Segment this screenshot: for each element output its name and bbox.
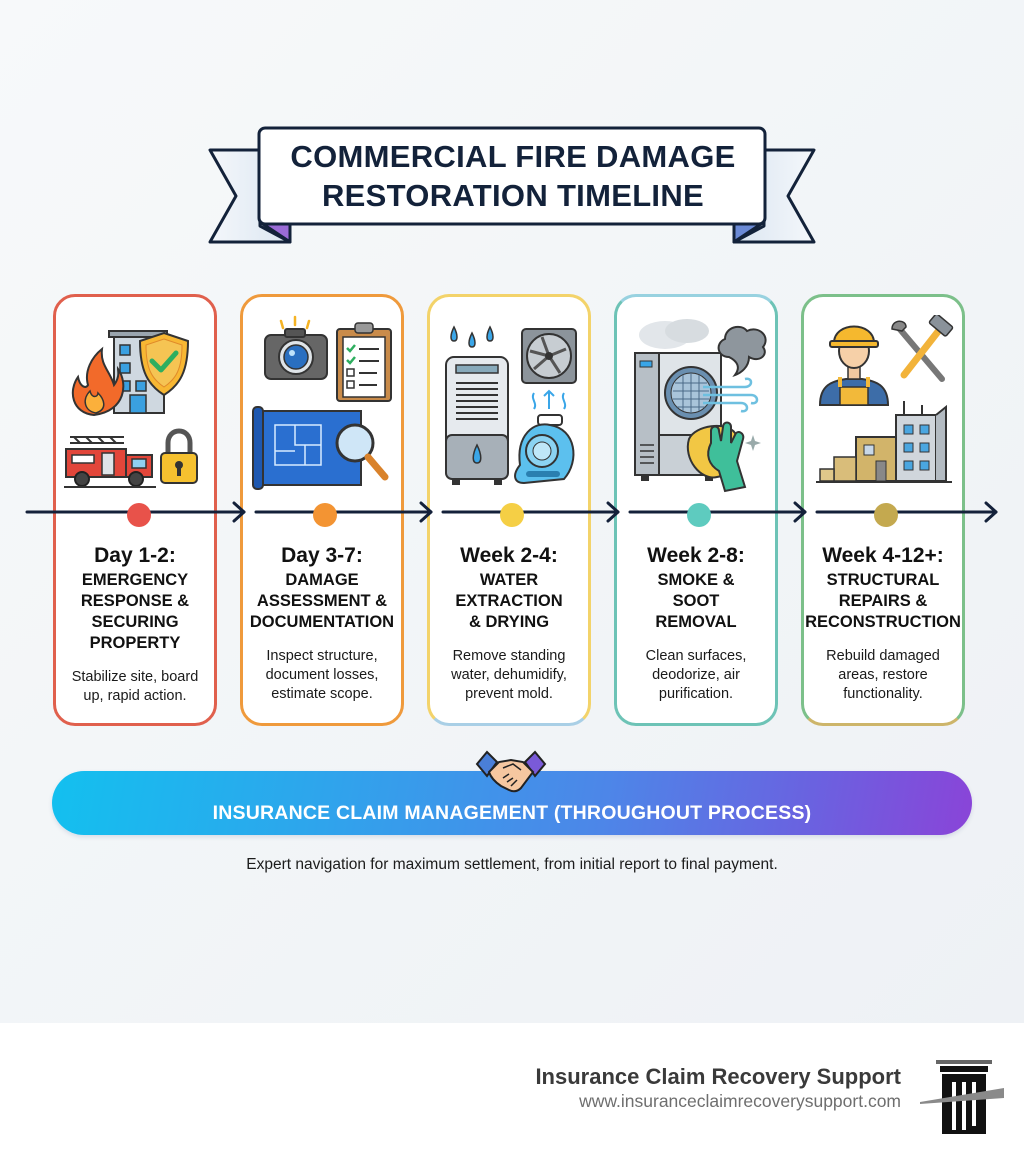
padlock-icon <box>160 428 198 484</box>
column-pillar-icon <box>920 1060 1004 1134</box>
ribbon-icon <box>208 126 816 244</box>
handshake-icon <box>475 750 547 793</box>
brand-name: Insurance Claim Recovery Support <box>535 1064 901 1089</box>
phase-card-water-extraction: Week 2-4: WATER EXTRACTION & DRYING Remo… <box>427 294 591 726</box>
phase-period: Week 4-12+: <box>822 544 944 567</box>
dehumidifier-icon <box>445 356 509 485</box>
timeline-dot-5 <box>874 503 898 527</box>
desc-line: Remove standing <box>452 648 566 664</box>
title-line: REMOVAL <box>655 613 737 631</box>
magnifier-icon <box>335 423 389 481</box>
title-line: PROPERTY <box>89 634 181 652</box>
desc-line: up, rapid action. <box>83 688 187 704</box>
hammer-wrench-icon <box>891 315 954 382</box>
footer <box>0 1023 1024 1154</box>
desc-line: deodorize, air <box>652 667 740 683</box>
construction-worker-icon <box>818 325 890 406</box>
timeline-dot-1 <box>127 503 151 527</box>
title-line: SMOKE & <box>657 571 735 589</box>
phase-description: Inspect structure, document losses, esti… <box>243 647 401 704</box>
cleaning-glove-sponge-icon <box>686 421 761 493</box>
building-under-construction-icon <box>816 401 952 483</box>
title-line: WATER <box>479 571 539 589</box>
phase-title: SMOKE & SOOT REMOVAL <box>617 570 775 633</box>
desc-line: water, dehumidify, <box>451 667 567 683</box>
phase-period: Day 3-7: <box>281 544 363 567</box>
desc-line: purification. <box>658 686 734 702</box>
shield-check-icon <box>138 331 190 397</box>
phase-2-text: Day 3-7: DAMAGE ASSESSMENT & DOCUMENTATI… <box>243 543 401 704</box>
water-drops-icon <box>450 325 494 348</box>
fire-icon <box>71 346 125 417</box>
phase-title: STRUCTURAL REPAIRS & RECONSTRUCTION <box>804 570 962 633</box>
title-line: & DRYING <box>468 613 550 631</box>
desc-line: Stabilize site, board <box>71 669 199 685</box>
phase-card-emergency-response: Day 1-2: EMERGENCY RESPONSE & SECURING P… <box>53 294 217 726</box>
brand-url[interactable]: www.insuranceclaimrecoverysupport.com <box>579 1091 901 1111</box>
timeline-dot-4 <box>687 503 711 527</box>
page-title: COMMERCIAL FIRE DAMAGE RESTORATION TIMEL… <box>260 130 766 222</box>
title-line-2: RESTORATION TIMELINE <box>321 178 705 213</box>
desc-line: estimate scope. <box>271 686 373 702</box>
title-line: RECONSTRUCTION <box>805 613 961 631</box>
phase-5-icons <box>816 315 954 483</box>
phase-period: Week 2-8: <box>647 544 745 567</box>
phase-description: Clean surfaces, deodorize, air purificat… <box>617 647 775 704</box>
insurance-description: Expert navigation for maximum settlement… <box>246 856 778 873</box>
phase-title: WATER EXTRACTION & DRYING <box>430 570 588 633</box>
smoke-cloud-icon <box>717 325 767 377</box>
phase-description: Rebuild damaged areas, restore functiona… <box>804 647 962 704</box>
phase-title: EMERGENCY RESPONSE & SECURING PROPERTY <box>56 570 214 654</box>
desc-line: prevent mold. <box>465 686 553 702</box>
clipboard-checklist-icon <box>336 322 392 402</box>
timeline-dot-2 <box>313 503 337 527</box>
title-line: DAMAGE <box>285 571 359 589</box>
camera-icon <box>264 315 328 380</box>
desc-line: Rebuild damaged <box>826 648 940 664</box>
air-mover-icon <box>514 414 575 485</box>
phase-1-icons <box>64 330 198 488</box>
desc-line: functionality. <box>843 686 923 702</box>
phase-2-icons <box>252 315 392 490</box>
title-line: RESPONSE & <box>80 592 190 610</box>
phase-5-text: Week 4-12+: STRUCTURAL REPAIRS & RECONST… <box>804 543 962 704</box>
blueprint-icon <box>252 406 362 490</box>
phase-3-text: Week 2-4: WATER EXTRACTION & DRYING Remo… <box>430 543 588 704</box>
insurance-label: INSURANCE CLAIM MANAGEMENT (THROUGHOUT P… <box>212 802 812 824</box>
title-line: EXTRACTION <box>455 592 563 610</box>
desc-line: Inspect structure, <box>266 648 378 664</box>
phase-4-icons <box>634 319 767 493</box>
airflow-lines-icon <box>703 377 759 413</box>
phase-period: Week 2-4: <box>460 544 558 567</box>
fire-truck-icon <box>64 436 156 488</box>
title-line: STRUCTURAL <box>826 571 940 589</box>
title-line: REPAIRS & <box>838 592 928 610</box>
phase-card-smoke-soot-removal: Week 2-8: SMOKE & SOOT REMOVAL Clean sur… <box>614 294 778 726</box>
title-line: ASSESSMENT & <box>256 592 388 610</box>
phase-1-text: Day 1-2: EMERGENCY RESPONSE & SECURING P… <box>56 543 214 706</box>
phase-4-text: Week 2-8: SMOKE & SOOT REMOVAL Clean sur… <box>617 543 775 704</box>
title-line: DOCUMENTATION <box>249 613 395 631</box>
phase-description: Stabilize site, board up, rapid action. <box>56 668 214 706</box>
title-banner: COMMERCIAL FIRE DAMAGE RESTORATION TIMEL… <box>208 126 816 246</box>
title-line: SECURING <box>91 613 179 631</box>
phase-card-structural-repairs: Week 4-12+: STRUCTURAL REPAIRS & RECONST… <box>801 294 965 726</box>
title-line-1: COMMERCIAL FIRE DAMAGE <box>290 139 736 174</box>
desc-line: areas, restore <box>838 667 928 683</box>
desc-line: Clean surfaces, <box>645 648 747 664</box>
phase-3-icons <box>445 325 577 485</box>
phase-description: Remove standing water, dehumidify, preve… <box>430 647 588 704</box>
phase-period: Day 1-2: <box>94 544 176 567</box>
title-line: SOOT <box>672 592 720 610</box>
desc-line: document losses, <box>265 667 379 683</box>
fan-icon <box>521 328 577 384</box>
phase-title: DAMAGE ASSESSMENT & DOCUMENTATION <box>243 570 401 633</box>
airflow-icon <box>531 389 567 410</box>
smoke-haze-icon <box>639 319 709 349</box>
timeline-dot-3 <box>500 503 524 527</box>
title-line: EMERGENCY <box>81 571 189 589</box>
